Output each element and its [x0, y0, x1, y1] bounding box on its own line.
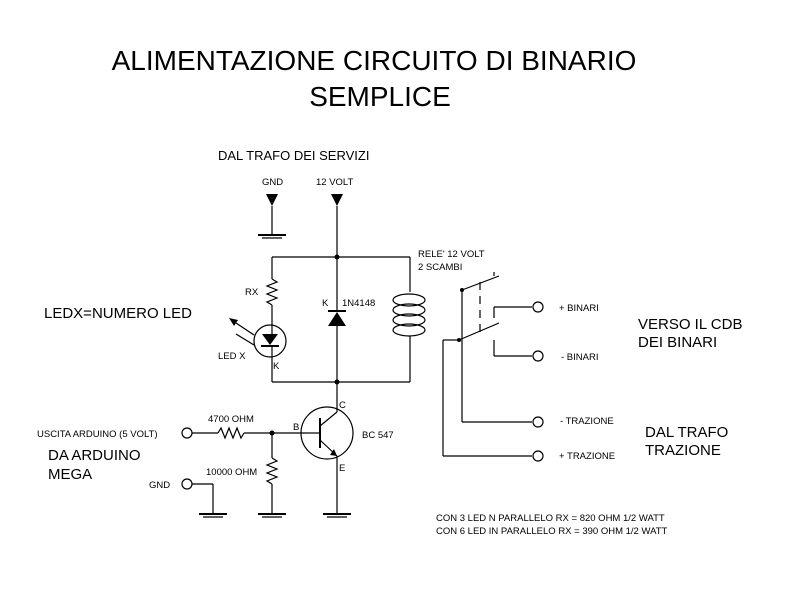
verso-cdb-line-2: DEI BINARI: [638, 334, 717, 351]
minus-trazione-label: - TRAZIONE: [560, 416, 614, 427]
gnd-label: GND: [262, 177, 283, 188]
title-line-2: SEMPLICE: [309, 81, 451, 112]
terminal-minus-trazione: [462, 416, 544, 428]
plus-trazione-label: + TRAZIONE: [559, 451, 615, 462]
volt-label: 12 VOLT: [316, 177, 354, 188]
r2-label: 10000 OHM: [206, 467, 257, 478]
arduino-line-1: DA ARDUINO: [48, 447, 141, 464]
terminal-minus-binari: [532, 350, 544, 362]
collector-rail: [272, 379, 410, 412]
verso-cdb-line-1: VERSO IL CDB: [638, 316, 742, 333]
rx-resistor: [265, 257, 279, 330]
top-rail: [272, 254, 411, 292]
arduino-output-label: USCITA ARDUINO (5 VOLT): [37, 429, 158, 440]
resistor-10000-ohm: [258, 433, 286, 518]
led-label: LED X: [218, 351, 246, 362]
title-line-1: ALIMENTAZIONE CIRCUITO DI BINARIO: [112, 45, 637, 76]
trafo-trazione-line-2: TRAZIONE: [645, 442, 721, 459]
rx-label: RX: [245, 287, 259, 298]
note-line-1: CON 3 LED N PARALLELO RX = 820 OHM 1/2 W…: [436, 513, 665, 524]
arduino-line-2: MEGA: [48, 466, 92, 483]
terminal-plus-trazione: [443, 450, 544, 462]
relay-contact-upper: [460, 272, 532, 422]
terminal-plus-binari: [532, 301, 544, 313]
note-line-2: CON 6 LED IN PARALLELO RX = 390 OHM 1/2 …: [436, 526, 668, 537]
minus-binari-label: - BINARI: [561, 352, 598, 363]
supply-12v-terminal: [331, 194, 343, 257]
relay-label-line-2: 2 SCAMBI: [418, 262, 462, 273]
transistor-label: BC 547: [362, 430, 394, 441]
relay-coil: [392, 293, 426, 382]
diode-label: 1N4148: [342, 298, 375, 309]
arduino-gnd-terminal: [181, 478, 227, 518]
led-cathode-label: K: [273, 361, 280, 372]
arduino-input-terminal: [181, 427, 218, 439]
led-light-arrow-icon: [229, 318, 255, 346]
supply-gnd-terminal: [258, 194, 286, 239]
transistor-bc547: [300, 406, 354, 518]
pin-c-label: C: [339, 400, 346, 411]
supply-title: DAL TRAFO DEI SERVIZI: [218, 148, 369, 163]
diode-1n4148: [328, 257, 346, 382]
relay-label-line-1: RELE' 12 VOLT: [418, 249, 485, 260]
r1-label: 4700 OHM: [208, 414, 254, 425]
pin-e-label: E: [339, 463, 345, 474]
plus-binari-label: + BINARI: [559, 303, 599, 314]
arduino-gnd-label: GND: [149, 480, 170, 491]
diode-cathode-label: K: [322, 298, 329, 309]
ledx-note: LEDX=NUMERO LED: [44, 305, 192, 322]
led-x: [253, 324, 287, 382]
pin-b-label: B: [293, 422, 299, 433]
trafo-trazione-line-1: DAL TRAFO: [645, 424, 728, 441]
relay-contact-lower: [442, 307, 532, 456]
